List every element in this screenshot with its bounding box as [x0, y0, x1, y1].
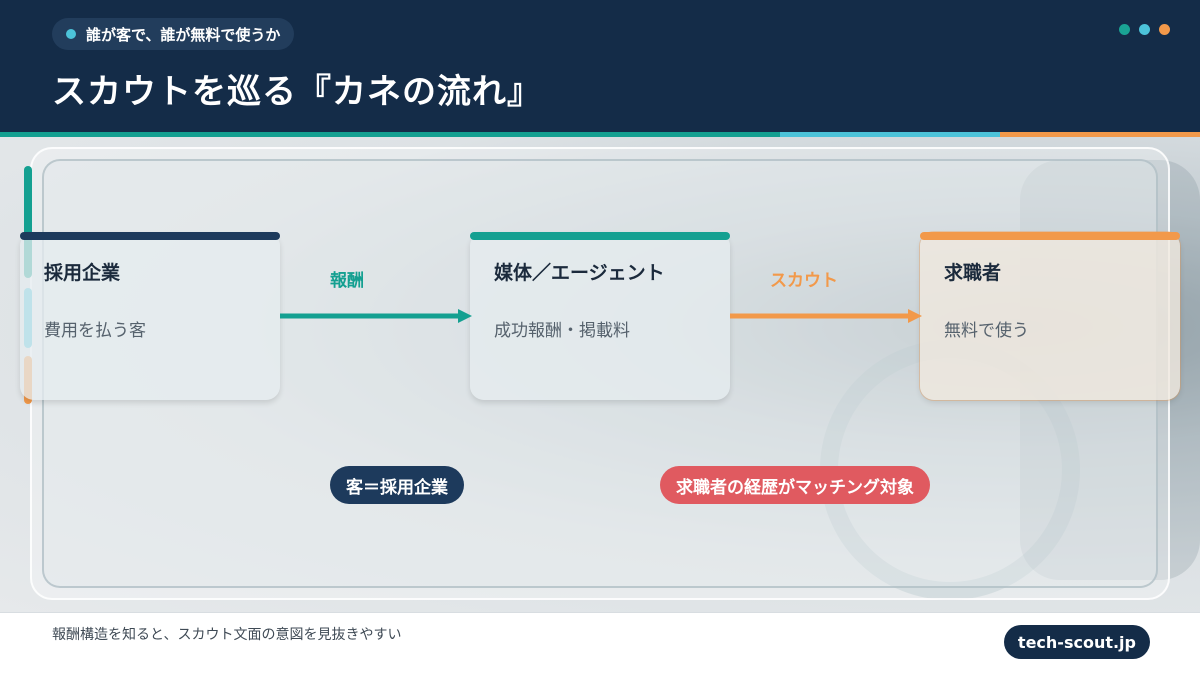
node-jobseeker-subtitle: 無料で使う	[944, 321, 1029, 341]
dot-orange-icon	[1159, 24, 1170, 35]
page-title: スカウトを巡る『カネの流れ』	[52, 72, 542, 112]
node-jobseeker: 求職者 無料で使う	[920, 232, 1180, 400]
stripe-teal	[0, 132, 780, 137]
edge-label-scout: スカウト	[770, 271, 838, 291]
accent-bar-teal	[24, 166, 32, 278]
tag-matching-target: 求職者の経歴がマッチング対象	[660, 466, 930, 504]
decor-dots	[1119, 24, 1170, 35]
header: 誰が客で、誰が無料で使うか スカウトを巡る『カネの流れ』	[0, 0, 1200, 132]
node-media-agent: 媒体／エージェント 成功報酬・掲載料	[470, 232, 730, 400]
section-pill: 誰が客で、誰が無料で使うか	[52, 18, 295, 50]
node-media-title: 媒体／エージェント	[494, 262, 665, 284]
node-company-title: 採用企業	[44, 262, 121, 284]
site-badge[interactable]: tech-scout.jp	[1003, 625, 1150, 659]
stripe-orange	[1000, 132, 1200, 137]
stripe-sky	[780, 132, 1000, 137]
footer-divider	[0, 612, 1200, 613]
node-jobseeker-title: 求職者	[944, 262, 1002, 284]
pill-dot-icon	[66, 29, 76, 39]
dot-teal-icon	[1119, 24, 1130, 35]
node-media-subtitle: 成功報酬・掲載料	[494, 321, 630, 341]
node-jobseeker-accent	[920, 232, 1180, 240]
footer-note: 報酬構造を知ると、スカウト文面の意図を見抜きやすい	[52, 627, 402, 643]
dot-sky-icon	[1139, 24, 1150, 35]
tag-customer: 客＝採用企業	[330, 466, 464, 504]
node-company-accent	[20, 232, 280, 240]
node-media-accent	[470, 232, 730, 240]
node-company: 採用企業 費用を払う客	[20, 232, 280, 400]
node-company-subtitle: 費用を払う客	[44, 321, 146, 341]
pill-label: 誰が客で、誰が無料で使うか	[86, 25, 281, 44]
edge-label-reward: 報酬	[330, 271, 364, 291]
